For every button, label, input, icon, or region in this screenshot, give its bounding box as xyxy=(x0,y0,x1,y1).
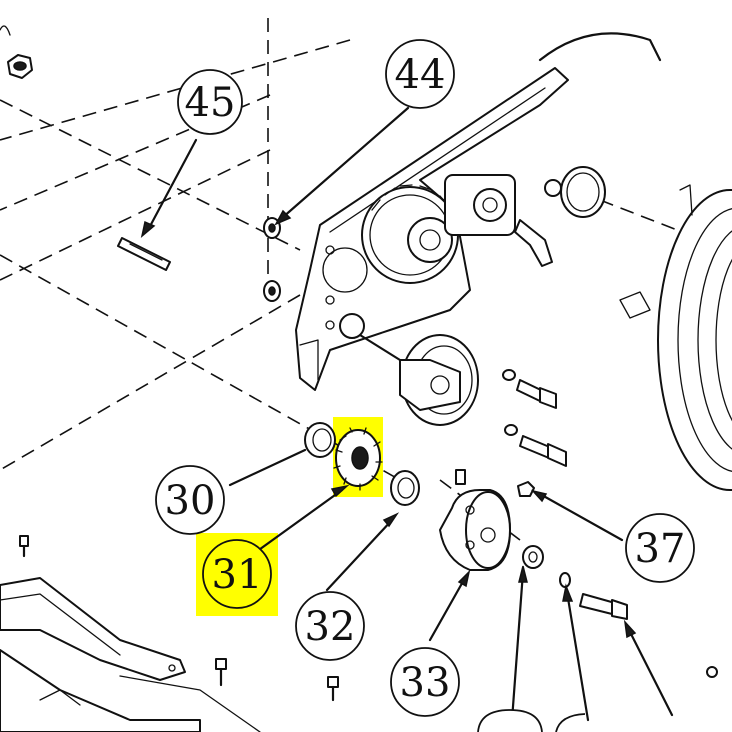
callout-44-label: 44 xyxy=(395,52,446,98)
callout-31-label: 31 xyxy=(212,552,263,598)
center-pulley xyxy=(339,313,479,426)
set-screw-part-37 xyxy=(517,481,535,497)
flat-washer xyxy=(522,545,544,569)
callout-33: 33 xyxy=(390,647,460,717)
screw-right xyxy=(706,666,718,678)
bolt-upper xyxy=(502,369,557,409)
dashed-center-lines xyxy=(0,18,691,541)
lock-washer xyxy=(559,572,571,588)
callout-partial-b xyxy=(555,713,586,732)
bearing-part-32 xyxy=(390,470,420,506)
callout-45-label: 45 xyxy=(185,80,236,126)
cover-disk xyxy=(560,166,606,218)
pin-part-45 xyxy=(117,237,171,271)
callout-33-label: 33 xyxy=(400,660,451,706)
callout-37: 37 xyxy=(625,513,695,583)
leader-lines xyxy=(140,106,674,722)
washer-middle xyxy=(263,280,281,302)
hub-part-33 xyxy=(439,469,511,571)
callout-45: 45 xyxy=(177,69,243,135)
large-wheel xyxy=(619,184,732,491)
callout-32: 32 xyxy=(295,591,365,661)
gear-part-31 xyxy=(333,427,383,491)
screw-bottom-b xyxy=(327,676,339,702)
gear-assembly xyxy=(361,174,562,284)
hub-bolt xyxy=(579,593,628,620)
callout-37-label: 37 xyxy=(635,526,686,572)
screw-left xyxy=(19,535,29,558)
callout-30: 30 xyxy=(155,465,225,535)
callout-31: 31 xyxy=(202,539,272,609)
cable-curve xyxy=(538,32,662,62)
callout-44: 44 xyxy=(385,39,455,109)
screw-bottom-a xyxy=(215,658,227,687)
callout-30-label: 30 xyxy=(165,478,216,524)
bearing-part-30 xyxy=(304,422,336,458)
bolt-lower xyxy=(504,424,567,467)
callout-32-label: 32 xyxy=(305,604,356,650)
nut-top-left xyxy=(0,25,33,79)
chute-housing xyxy=(0,577,261,732)
callout-partial-a xyxy=(477,709,543,732)
